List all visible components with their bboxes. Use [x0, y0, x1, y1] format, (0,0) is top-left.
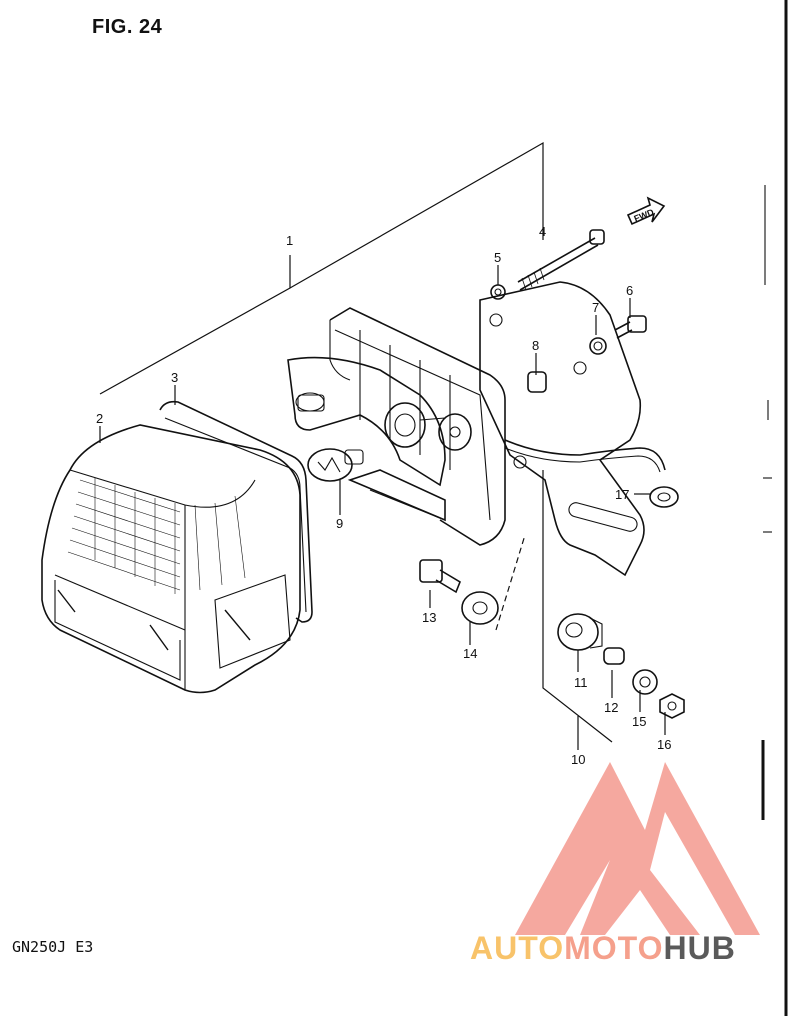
part-number-10: 10: [571, 752, 585, 767]
part-number-17: 17: [615, 487, 629, 502]
watermark-part-auto: AUTO: [470, 930, 565, 966]
washer-7: [589, 337, 607, 355]
watermark-part-hub: HUB: [663, 930, 736, 966]
part-number-1: 1: [286, 233, 293, 248]
wire-harness: [504, 439, 666, 473]
scan-border: [761, 0, 788, 1016]
reflector-shield: [287, 356, 446, 487]
bulb: [307, 448, 364, 482]
washer-14: [461, 591, 499, 625]
washer-15: [632, 669, 658, 695]
watermark-text: AUTOMOTOHUB: [470, 932, 736, 964]
collar: [527, 371, 547, 393]
model-code: GN250J E3: [12, 938, 94, 956]
watermark-logo: [515, 762, 760, 935]
nut-16: [659, 693, 685, 719]
fwd-arrow-icon: FWD: [626, 196, 666, 226]
washer-5: [490, 284, 506, 300]
bolt-6: [614, 315, 647, 339]
part-number-3: 3: [171, 370, 178, 385]
part-number-15: 15: [632, 714, 646, 729]
lamp-housing: [329, 307, 506, 546]
part-number-16: 16: [657, 737, 671, 752]
part-number-labels: 1 2 3 4 5 6 7 8 9 10 11 12 13 14 15 16 1…: [96, 224, 671, 767]
part-number-2: 2: [96, 411, 103, 426]
spacer-12: [603, 647, 625, 665]
tail-lens: [41, 424, 301, 694]
part-number-14: 14: [463, 646, 477, 661]
part-number-5: 5: [494, 250, 501, 265]
leader-lines: [99, 141, 666, 750]
part-number-8: 8: [532, 338, 539, 353]
long-bolt: [517, 229, 605, 291]
watermark-part-moto: MOTO: [564, 930, 664, 966]
part-number-11: 11: [574, 675, 588, 690]
mounting-bracket: [479, 281, 645, 577]
part-number-13: 13: [422, 610, 436, 625]
bulb-socket: [384, 402, 472, 451]
figure-title: FIG. 24: [92, 16, 163, 38]
bolt-13: [419, 559, 461, 594]
part-number-6: 6: [626, 283, 633, 298]
gasket: [159, 400, 313, 623]
part-number-9: 9: [336, 516, 343, 531]
lens-grid-pattern: [67, 478, 246, 594]
grommet-11: [557, 613, 603, 651]
part-number-4: 4: [539, 224, 546, 239]
part-number-12: 12: [604, 700, 618, 715]
part-number-7: 7: [592, 300, 599, 315]
grommet-17: [649, 486, 679, 508]
